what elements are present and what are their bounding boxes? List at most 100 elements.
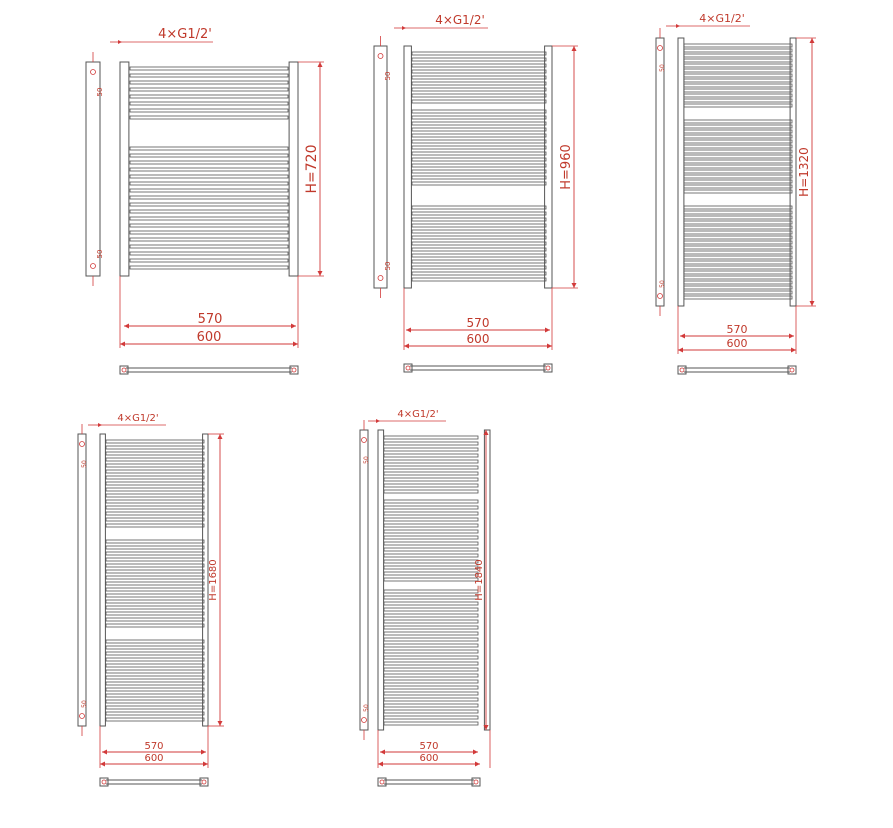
towel-rail	[683, 93, 793, 98]
towel-rail	[683, 265, 793, 270]
towel-rail	[411, 211, 547, 216]
towel-rail	[411, 247, 547, 252]
towel-rail	[683, 295, 793, 300]
towel-rail	[129, 94, 289, 99]
pipe-offset-bottom-label: 50	[81, 700, 88, 708]
plan-view-right-bracket	[199, 777, 209, 787]
towel-rail	[683, 230, 793, 235]
towel-rail	[383, 631, 479, 636]
towel-rail	[683, 260, 793, 265]
towel-rail	[411, 163, 547, 168]
pipe-offset-bottom-label: 50	[659, 280, 666, 288]
towel-rail	[383, 691, 479, 696]
towel-rail	[383, 535, 479, 540]
pipe-fitting-top-icon	[361, 437, 367, 443]
towel-rail	[105, 523, 205, 528]
towel-rail	[105, 657, 205, 662]
towel-rail	[683, 149, 793, 154]
towel-rail	[383, 661, 479, 666]
towel-rail	[411, 223, 547, 228]
towel-rail	[105, 539, 205, 544]
dimension-arrowhead	[475, 761, 480, 767]
towel-rail	[383, 465, 479, 470]
towel-rail	[411, 205, 547, 210]
height-label: H=720	[304, 145, 320, 194]
plan-view-left-valve-icon	[679, 367, 685, 373]
pipe-fitting-bottom-icon	[90, 263, 96, 269]
towel-rail	[411, 151, 547, 156]
height-label: H=1320	[797, 147, 811, 197]
dimension-arrowhead	[203, 761, 208, 767]
towel-rail	[411, 93, 547, 98]
towel-rail	[683, 275, 793, 280]
towel-rail	[411, 127, 547, 132]
towel-rail	[105, 563, 205, 568]
towel-rail	[683, 280, 793, 285]
towel-rail	[683, 83, 793, 88]
towel-rail	[129, 115, 289, 120]
dimension-arrowhead	[217, 434, 223, 439]
plan-view-left-valve-icon	[405, 365, 411, 371]
left-column	[377, 429, 385, 731]
left-column	[677, 37, 685, 307]
towel-rail	[105, 451, 205, 456]
towel-rail	[411, 69, 547, 74]
pipe-fitting-bottom-icon	[361, 717, 367, 723]
dimension-arrowhead	[317, 62, 323, 67]
dimension-arrowhead	[809, 38, 815, 43]
towel-rail	[411, 157, 547, 162]
inner-width-label: 570	[198, 312, 223, 327]
towel-rail	[683, 184, 793, 189]
dimension-arrowhead	[473, 749, 478, 755]
plan-view-left-bracket	[99, 777, 109, 787]
dimension-arrowhead	[809, 301, 815, 306]
dimension-arrowhead	[676, 24, 680, 28]
towel-rail	[105, 611, 205, 616]
dimension-arrowhead	[571, 283, 577, 288]
towel-rail	[683, 48, 793, 53]
towel-rail	[383, 649, 479, 654]
towel-rail	[105, 617, 205, 622]
plan-view-right-valve-icon	[545, 365, 551, 371]
towel-rail	[411, 63, 547, 68]
towel-rail	[105, 463, 205, 468]
towel-rail	[105, 551, 205, 556]
towel-rail	[683, 103, 793, 108]
towel-rail	[105, 675, 205, 680]
pipe-fitting-top-icon	[657, 45, 663, 51]
towel-rail	[383, 435, 479, 440]
towel-rail	[683, 144, 793, 149]
towel-rail	[383, 477, 479, 482]
towel-rail	[683, 58, 793, 63]
towel-rail	[383, 529, 479, 534]
towel-rail	[105, 639, 205, 644]
dimension-arrowhead	[483, 430, 489, 435]
towel-rail	[105, 663, 205, 668]
towel-rail	[683, 53, 793, 58]
dimension-arrowhead	[98, 423, 102, 427]
towel-rail	[129, 195, 289, 200]
plan-view-right-valve-icon	[789, 367, 795, 373]
plan-view-right-bracket	[787, 365, 797, 375]
towel-rail	[105, 711, 205, 716]
pipe-offset-top-label: 50	[384, 72, 392, 81]
towel-rail	[683, 159, 793, 164]
inner-width-label: 570	[419, 741, 438, 752]
towel-rail	[683, 255, 793, 260]
towel-rail	[105, 693, 205, 698]
towel-rail	[411, 253, 547, 258]
connection-label: 4×G1/2'	[117, 413, 158, 424]
pipe-offset-top-label: 50	[81, 460, 88, 468]
towel-rail	[129, 181, 289, 186]
towel-rail	[683, 240, 793, 245]
right-column	[483, 429, 491, 731]
towel-rail	[105, 581, 205, 586]
towel-rail	[383, 441, 479, 446]
towel-rail	[411, 99, 547, 104]
towel-rail	[129, 216, 289, 221]
inner-width-label: 570	[144, 741, 163, 752]
